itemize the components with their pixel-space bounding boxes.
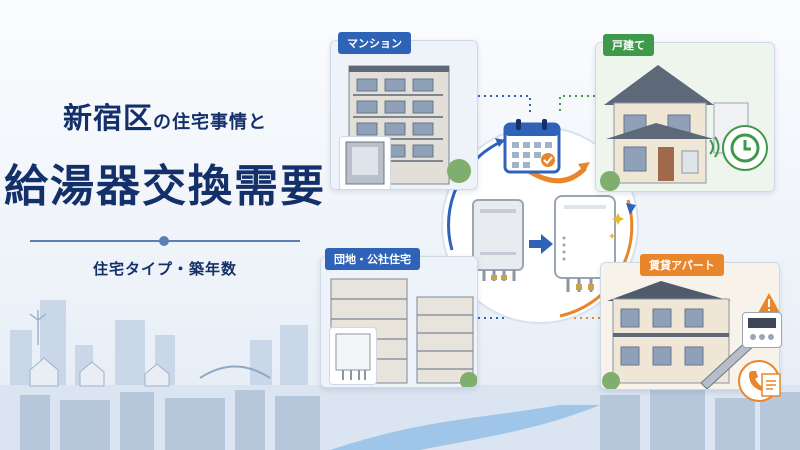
subtitle: 住宅タイプ・築年数 <box>92 260 237 278</box>
detached-house-card <box>595 42 775 192</box>
water-heater-icon <box>345 141 385 185</box>
danchi-card <box>320 256 478 388</box>
water-heater-icon <box>335 333 371 380</box>
calendar-icon <box>503 119 561 174</box>
signal-waves-icon <box>709 136 720 158</box>
clock-icon <box>730 133 760 163</box>
replace-arrow-icon <box>529 234 553 254</box>
danchi-heater-inset <box>329 327 377 385</box>
divider-dot <box>159 236 169 246</box>
title-suffix: の住宅事情と <box>153 112 267 133</box>
new-water-heater-icon <box>554 195 624 292</box>
timer-badge <box>722 125 768 171</box>
mansion-card <box>330 40 478 190</box>
remote-control-icon <box>748 318 776 340</box>
danchi-tag: 団地・公社住宅 <box>325 248 420 270</box>
document-icon <box>761 373 781 397</box>
ward-name: 新宿区 <box>62 101 153 135</box>
main-title-line2: 給湯器交換需要 <box>4 161 326 212</box>
old-water-heater-icon <box>472 199 524 281</box>
warning-icon <box>758 293 780 313</box>
rental-apartment-tag: 賃貸アパート <box>640 254 724 276</box>
remote-control-panel <box>742 312 782 348</box>
mansion-heater-inset <box>339 136 391 189</box>
mansion-tag: マンション <box>338 32 411 54</box>
detached-house-tag: 戸建て <box>603 34 654 56</box>
main-title-line1: 新宿区の住宅事情と <box>0 95 330 137</box>
